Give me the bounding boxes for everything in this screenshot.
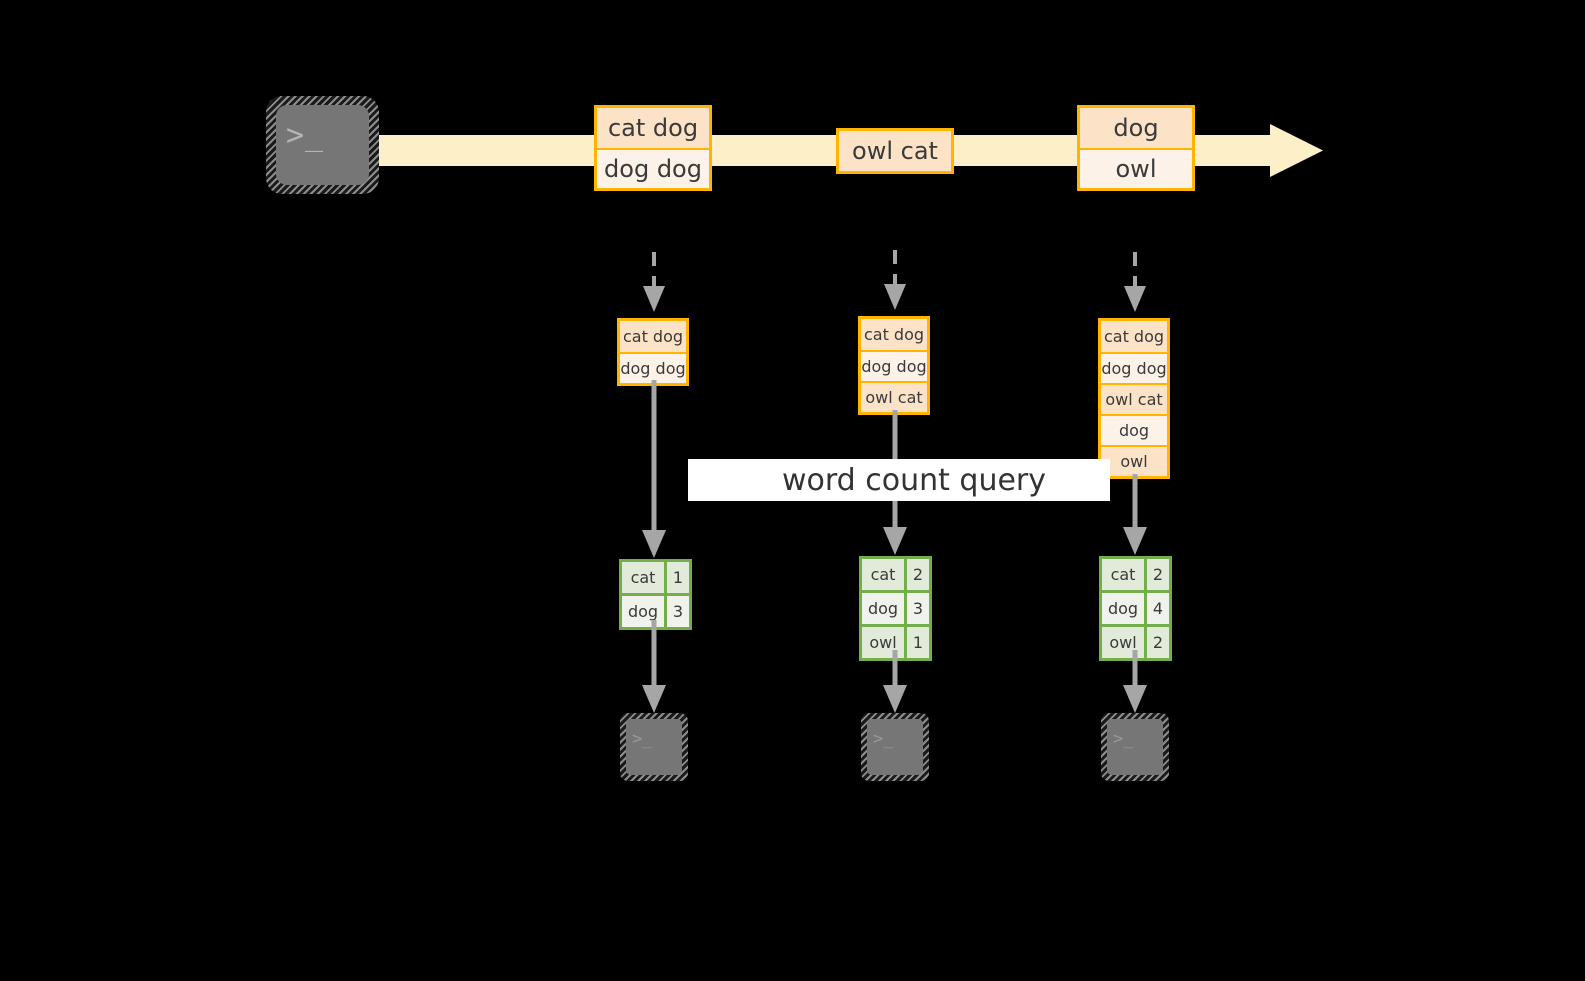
result-count: 2 xyxy=(1144,559,1169,590)
query-arrow-1 xyxy=(642,380,666,558)
result-word: cat xyxy=(862,559,904,590)
stream-record: cat dog xyxy=(597,108,709,148)
result-table-1: cat 1 dog 3 xyxy=(619,559,692,630)
sink-terminal-icon-1[interactable]: >_ xyxy=(620,713,688,781)
input-row: dog dog xyxy=(861,350,927,381)
prompt-glyph: >_ xyxy=(1113,729,1134,749)
query-label: word count query xyxy=(781,462,1047,498)
table-row: cat 1 xyxy=(622,562,689,593)
table-row: owl 1 xyxy=(862,624,929,658)
trigger-arrow-3 xyxy=(1124,252,1146,312)
input-row: cat dog xyxy=(620,321,686,352)
sink-arrow-3 xyxy=(1123,650,1147,713)
prompt-glyph: >_ xyxy=(286,118,325,153)
input-row: dog dog xyxy=(620,352,686,383)
sink-arrow-1 xyxy=(642,620,666,713)
table-row: cat 2 xyxy=(1102,559,1169,590)
terminal-screen xyxy=(626,719,682,775)
input-row: owl xyxy=(1101,445,1167,476)
query-arrow-3 xyxy=(1123,474,1147,555)
stream-record: owl xyxy=(1080,148,1192,188)
trigger-arrow-2 xyxy=(884,250,906,310)
input-row: dog dog xyxy=(1101,352,1167,383)
input-row: dog xyxy=(1101,414,1167,445)
result-count: 3 xyxy=(904,593,929,624)
table-row: cat 2 xyxy=(862,559,929,590)
result-count: 3 xyxy=(664,596,689,627)
result-count: 4 xyxy=(1144,593,1169,624)
prompt-glyph: >_ xyxy=(873,729,894,749)
sink-terminal-icon-3[interactable]: >_ xyxy=(1101,713,1169,781)
source-terminal-icon[interactable]: >_ xyxy=(266,96,379,194)
table-row: dog 3 xyxy=(862,590,929,624)
input-table-1: cat dog dog dog xyxy=(617,318,689,386)
sink-terminal-icon-2[interactable]: >_ xyxy=(861,713,929,781)
input-table-3: cat dog dog dog owl cat dog owl xyxy=(1098,318,1170,479)
result-word: dog xyxy=(862,593,904,624)
input-row: cat dog xyxy=(1101,321,1167,352)
input-table-2: cat dog dog dog owl cat xyxy=(858,316,930,415)
table-row: dog 3 xyxy=(622,593,689,627)
input-row: cat dog xyxy=(861,319,927,350)
sink-arrow-2 xyxy=(883,650,907,713)
query-label-band: word count query xyxy=(688,459,1110,501)
result-word: dog xyxy=(622,596,664,627)
terminal-screen xyxy=(1107,719,1163,775)
result-count: 2 xyxy=(904,559,929,590)
input-row: owl cat xyxy=(1101,383,1167,414)
stream-batch-1: cat dog dog dog xyxy=(594,105,712,191)
terminal-screen xyxy=(867,719,923,775)
result-word: dog xyxy=(1102,593,1144,624)
input-row: owl cat xyxy=(861,381,927,412)
result-count: 2 xyxy=(1144,627,1169,658)
terminal-screen xyxy=(276,105,369,185)
table-row: owl 2 xyxy=(1102,624,1169,658)
stream-batch-2: owl cat xyxy=(836,128,954,174)
result-table-2: cat 2 dog 3 owl 1 xyxy=(859,556,932,661)
result-word: cat xyxy=(622,562,664,593)
trigger-arrow-1 xyxy=(643,252,665,312)
result-word: owl xyxy=(862,627,904,658)
result-count: 1 xyxy=(904,627,929,658)
result-table-3: cat 2 dog 4 owl 2 xyxy=(1099,556,1172,661)
stream-record: dog xyxy=(1080,108,1192,148)
stream-record: owl cat xyxy=(839,131,951,171)
prompt-glyph: >_ xyxy=(632,729,653,749)
result-word: cat xyxy=(1102,559,1144,590)
stream-record: dog dog xyxy=(597,148,709,188)
result-count: 1 xyxy=(664,562,689,593)
stream-batch-3: dog owl xyxy=(1077,105,1195,191)
table-row: dog 4 xyxy=(1102,590,1169,624)
